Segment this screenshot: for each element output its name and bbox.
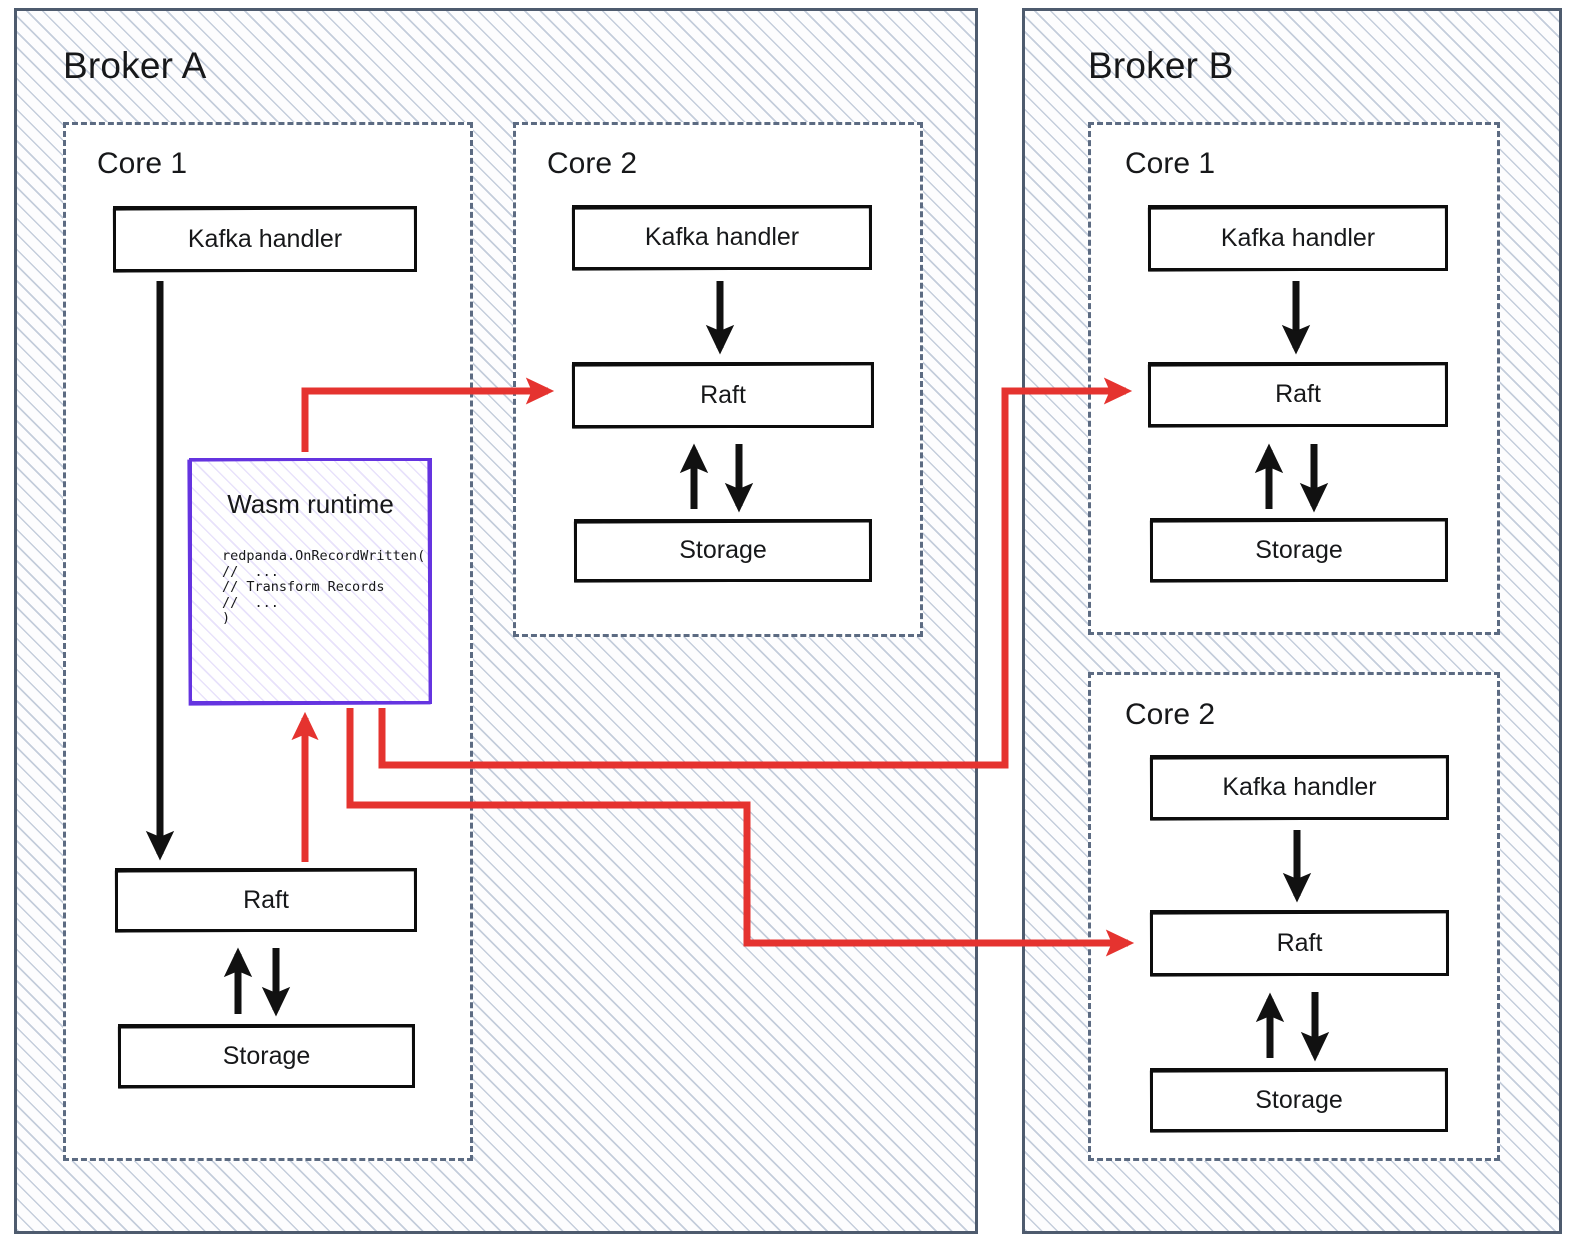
node-a2-storage[interactable]: Storage: [574, 519, 872, 582]
node-a2-kafka-handler[interactable]: Kafka handler: [572, 205, 872, 270]
node-label: Kafka handler: [1222, 773, 1377, 801]
node-a1-raft[interactable]: Raft: [115, 868, 417, 932]
node-label: Raft: [243, 885, 289, 914]
broker-a-title: Broker A: [63, 45, 207, 86]
wasm-runtime-code: redpanda.OnRecordWritten( // ... // Tran…: [222, 548, 426, 626]
node-b2-storage[interactable]: Storage: [1150, 1068, 1448, 1132]
broker-a-core-2-title: Core 2: [547, 147, 638, 180]
wasm-runtime-title: Wasm runtime: [227, 489, 394, 519]
node-b1-kafka-handler[interactable]: Kafka handler: [1148, 205, 1448, 271]
node-a1-kafka-handler[interactable]: Kafka handler: [113, 206, 417, 272]
node-label: Raft: [1275, 380, 1321, 408]
node-label: Storage: [1255, 1085, 1343, 1114]
node-a1-wasm-runtime[interactable]: Wasm runtime redpanda.OnRecordWritten( /…: [189, 458, 432, 704]
broker-b-title: Broker B: [1088, 45, 1234, 86]
node-b2-kafka-handler[interactable]: Kafka handler: [1150, 755, 1449, 820]
node-label: Raft: [1276, 928, 1323, 957]
node-a1-storage[interactable]: Storage: [118, 1024, 415, 1088]
broker-b-core-2-title: Core 2: [1125, 698, 1216, 731]
node-b1-storage[interactable]: Storage: [1150, 518, 1448, 582]
broker-a-core-1-title: Core 1: [97, 147, 188, 180]
node-b1-raft[interactable]: Raft: [1148, 362, 1448, 427]
node-b2-raft[interactable]: Raft: [1150, 910, 1449, 976]
node-label: Storage: [222, 1041, 311, 1070]
node-label: Kafka handler: [644, 223, 800, 251]
node-a2-raft[interactable]: Raft: [572, 362, 874, 428]
node-label: Storage: [1255, 535, 1343, 564]
node-label: Kafka handler: [187, 224, 343, 253]
node-label: Storage: [679, 536, 767, 564]
node-label: Kafka handler: [1220, 223, 1376, 252]
broker-b-core-1-title: Core 1: [1125, 147, 1216, 180]
node-label: Raft: [700, 380, 746, 409]
